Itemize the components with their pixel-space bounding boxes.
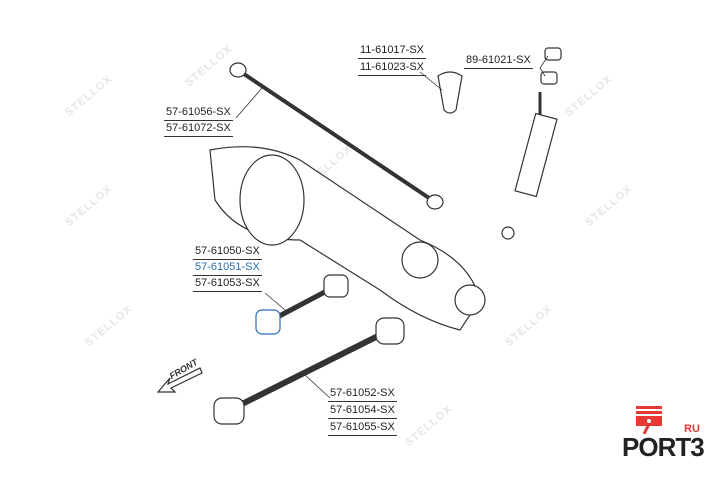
bushing — [255, 309, 281, 335]
lower-long-arm — [228, 327, 392, 413]
logo-suffix: RU — [684, 423, 700, 435]
part-label[interactable]: 11-61023-SX — [358, 61, 427, 76]
bushing — [426, 194, 444, 210]
bushing — [213, 397, 245, 425]
part-label[interactable]: 57-61052-SX — [328, 387, 397, 402]
bushing — [375, 317, 405, 345]
part-label[interactable]: 89-61021-SX — [464, 54, 533, 69]
hub — [401, 241, 439, 279]
shock-bushing — [540, 71, 558, 85]
upper-link-rod — [236, 68, 437, 204]
differential-cover — [239, 154, 305, 246]
part-label[interactable]: 57-61072-SX — [164, 122, 233, 137]
part-label[interactable]: 57-61053-SX — [193, 277, 262, 292]
bushing — [323, 274, 349, 298]
wheel-hub — [454, 284, 486, 316]
part-label[interactable]: 57-61055-SX — [328, 421, 397, 436]
part-label[interactable]: 57-61050-SX — [193, 245, 262, 260]
bushing — [229, 62, 247, 78]
part-label[interactable]: 11-61017-SX — [358, 44, 427, 59]
port3-logo: RU PORT3 — [622, 404, 712, 464]
part-label[interactable]: 57-61056-SX — [164, 106, 233, 121]
shock-bushing — [544, 47, 562, 61]
part-label[interactable]: 57-61054-SX — [328, 404, 397, 419]
piston-icon — [636, 406, 662, 434]
front-arrow-icon — [156, 367, 203, 393]
bump-stop — [437, 71, 463, 114]
part-label-highlighted[interactable]: 57-61051-SX — [193, 261, 262, 276]
logo-text: PORT3 — [622, 432, 705, 462]
shock-absorber — [514, 112, 558, 198]
